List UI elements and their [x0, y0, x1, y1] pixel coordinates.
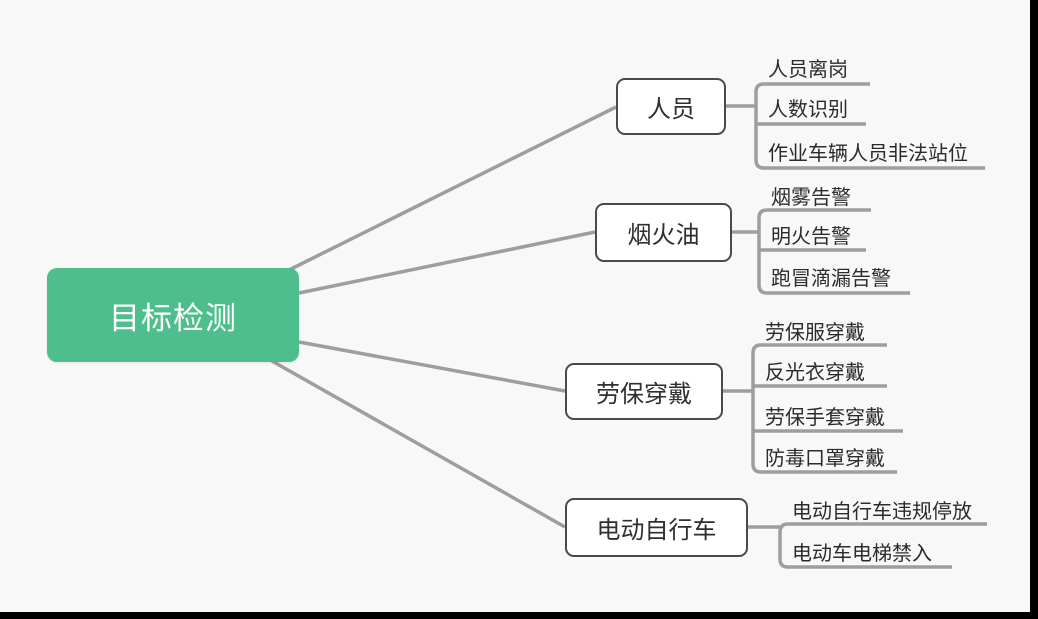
leaf-topic-work-clothes[interactable]: 劳保服穿戴: [765, 320, 865, 344]
bracket-ppe: [751, 343, 897, 474]
edge-root-to-ppe: [298, 340, 566, 393]
leaf-topic-ebike-elevator-ban[interactable]: 电动车电梯禁入: [792, 541, 932, 565]
branch-topic-smoke-fire-oil[interactable]: 烟火油: [595, 203, 732, 262]
screen-edge-right: [1030, 0, 1038, 619]
leaf-topic-people-counting[interactable]: 人数识别: [768, 97, 848, 121]
edge-root-to-smoke-fire-oil: [298, 230, 596, 295]
root-topic[interactable]: 目标检测: [47, 268, 299, 362]
leaf-topic-illegal-standing[interactable]: 作业车辆人员非法站位: [768, 141, 968, 165]
leaf-topic-work-gloves[interactable]: 劳保手套穿戴: [765, 405, 885, 429]
leaf-topic-personnel-off-post[interactable]: 人员离岗: [768, 57, 848, 81]
leaf-topic-leakage-alarm[interactable]: 跑冒滴漏告警: [771, 266, 891, 290]
leaf-topic-ebike-illegal-parking[interactable]: 电动自行车违规停放: [792, 499, 972, 523]
branch-topic-personnel[interactable]: 人员: [616, 78, 726, 135]
screen-edge-bottom: [0, 612, 1038, 619]
leaf-topic-smoke-alarm[interactable]: 烟雾告警: [771, 185, 851, 209]
edge-root-to-ebike: [271, 359, 566, 529]
branch-topic-ppe-wearing[interactable]: 劳保穿戴: [565, 363, 723, 420]
branch-topic-e-bike[interactable]: 电动自行车: [565, 498, 748, 557]
edge-root-to-personnel: [286, 105, 617, 273]
bracket-personnel: [754, 82, 985, 170]
leaf-topic-gas-mask[interactable]: 防毒口罩穿戴: [765, 446, 885, 470]
leaf-topic-open-flame-alarm[interactable]: 明火告警: [771, 224, 851, 248]
leaf-topic-reflective-vest[interactable]: 反光衣穿戴: [765, 360, 865, 384]
bracket-ebike: [778, 522, 987, 569]
